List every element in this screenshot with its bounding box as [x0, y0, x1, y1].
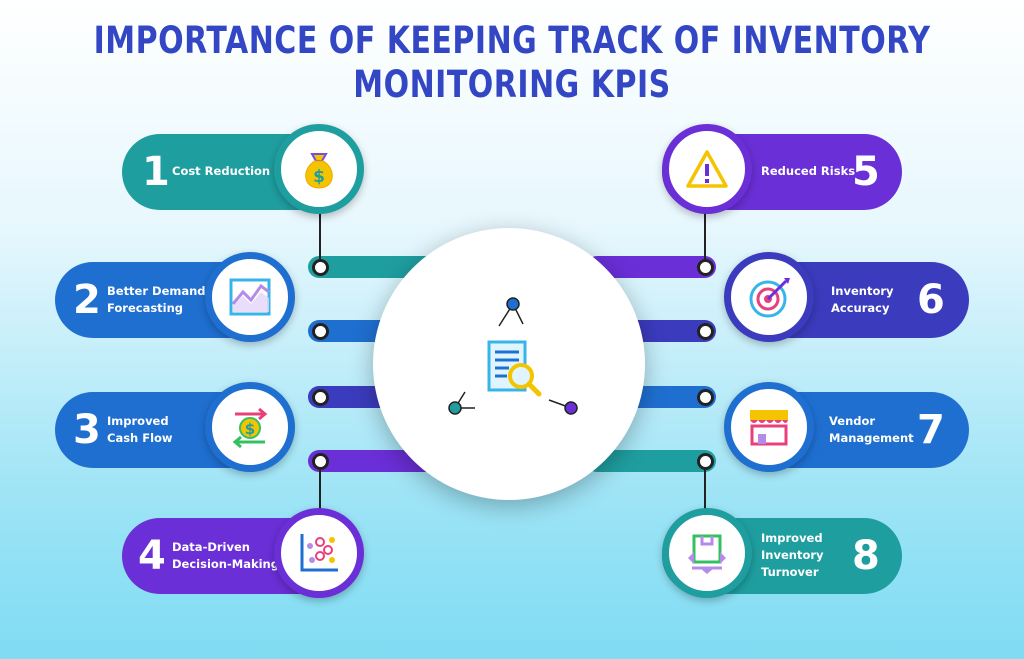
kpi-label-7: Vendor Management — [829, 414, 914, 445]
money-bag-icon: $ — [274, 124, 364, 214]
kpi-label-6: Inventory Accuracy — [831, 284, 894, 315]
page-title: IMPORTANCE OF KEEPING TRACK OF INVENTORY… — [93, 19, 931, 107]
kpi-number-5: 5 — [852, 149, 880, 195]
growth-chart-icon — [205, 252, 295, 342]
scatter-plot-icon — [274, 508, 364, 598]
connector-dot-2 — [312, 323, 329, 340]
connector-dot-3 — [312, 389, 329, 406]
leader-line-8 — [704, 463, 706, 518]
kpi-label-4: Data-Driven Decision-Making — [172, 540, 279, 571]
connector-dot-7 — [697, 389, 714, 406]
kpi-number-8: 8 — [852, 533, 880, 579]
vendor-stall-icon — [724, 382, 814, 472]
leader-line-1 — [319, 210, 321, 265]
connector-dot-1 — [312, 259, 329, 276]
leader-line-4 — [319, 463, 321, 518]
document-search-icon — [448, 297, 578, 415]
kpi-number-4: 4 — [138, 533, 166, 579]
kpi-number-6: 6 — [917, 277, 945, 323]
kpi-label-2: Better Demand Forecasting — [107, 284, 206, 315]
connector-bar-5 — [586, 256, 716, 278]
connector-dot-8 — [697, 453, 714, 470]
connector-dot-5 — [697, 259, 714, 276]
leader-line-5 — [704, 210, 706, 265]
cash-flow-icon: $ — [205, 382, 295, 472]
kpi-label-1: Cost Reduction — [172, 164, 271, 178]
central-hub — [373, 228, 645, 500]
connector-bar-8 — [586, 450, 716, 472]
connector-dot-6 — [697, 323, 714, 340]
connector-dot-4 — [312, 453, 329, 470]
kpi-number-1: 1 — [142, 149, 170, 195]
warning-icon — [662, 124, 752, 214]
kpi-number-2: 2 — [73, 277, 101, 323]
kpi-label-5: Reduced Risks — [761, 164, 856, 178]
kpi-label-8: Improved Inventory Turnover — [761, 531, 824, 579]
connector-bar-4 — [308, 450, 438, 472]
connector-bar-1 — [308, 256, 438, 278]
target-icon — [724, 252, 814, 342]
kpi-label-3: Improved Cash Flow — [107, 414, 173, 445]
turnover-box-icon — [662, 508, 752, 598]
svg-text:$: $ — [313, 167, 325, 187]
kpi-number-3: 3 — [73, 407, 101, 453]
svg-text:$: $ — [245, 420, 255, 438]
kpi-number-7: 7 — [917, 407, 945, 453]
